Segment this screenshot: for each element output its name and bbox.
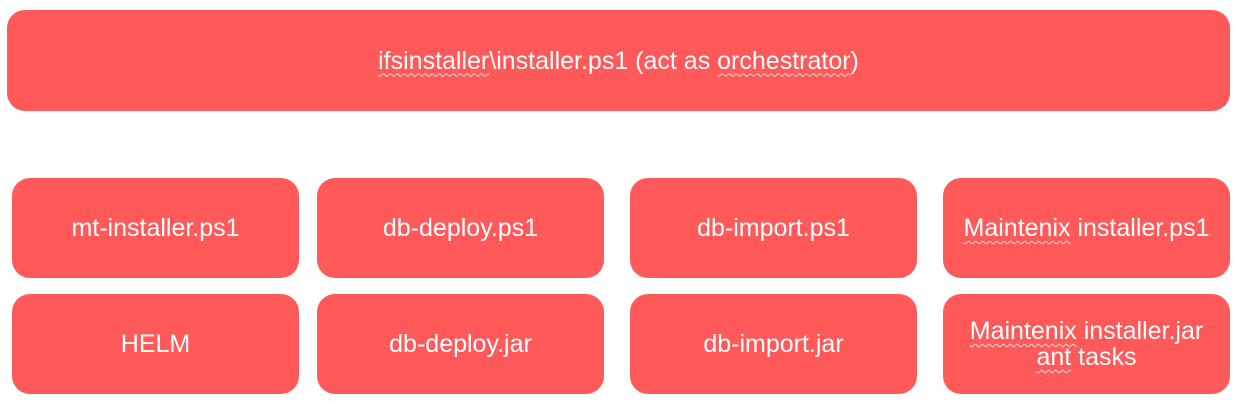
db-deploy-jar-box: db-deploy.jar <box>317 294 604 394</box>
db-import-jar-label: db-import.jar <box>703 330 844 358</box>
db-deploy-jar-label: db-deploy.jar <box>389 330 532 358</box>
db-deploy-script-label: db-deploy.ps1 <box>382 214 539 242</box>
ant-word: ant <box>1036 343 1072 371</box>
db-import-script-box: db-import.ps1 <box>630 178 917 278</box>
orchestrator-label: ifsinstaller\installer.ps1 (act as orche… <box>378 48 859 74</box>
maintenix-installer-script-box: Maintenix installer.ps1 <box>943 178 1230 278</box>
helm-box: HELM <box>12 294 299 394</box>
db-import-jar-box: db-import.jar <box>630 294 917 394</box>
mt-installer-script-box: mt-installer.ps1 <box>12 178 299 278</box>
orchestrator-label-part2: \installer.ps1 (act as <box>489 46 718 75</box>
maintenix-installer-script-label: Maintenix installer.ps1 <box>964 215 1210 241</box>
maintenix-installer-script-word: Maintenix <box>963 214 1071 242</box>
maintenix-jar-word: Maintenix <box>969 317 1077 345</box>
db-deploy-script-box: db-deploy.ps1 <box>317 178 604 278</box>
mt-installer-script-label: mt-installer.ps1 <box>71 214 240 242</box>
orchestrator-box: ifsinstaller\installer.ps1 (act as orche… <box>7 10 1230 111</box>
orchestrator-label-part4: ) <box>850 46 859 75</box>
helm-label: HELM <box>120 330 191 358</box>
db-import-script-label: db-import.ps1 <box>697 214 850 242</box>
maintenix-jar-rest: installer.jar <box>1076 317 1204 345</box>
ant-rest: tasks <box>1071 343 1137 371</box>
maintenix-installer-script-rest: installer.ps1 <box>1070 214 1210 242</box>
orchestrator-label-part3: orchestrator <box>717 46 851 75</box>
orchestrator-label-part1: ifsinstaller <box>378 46 490 75</box>
